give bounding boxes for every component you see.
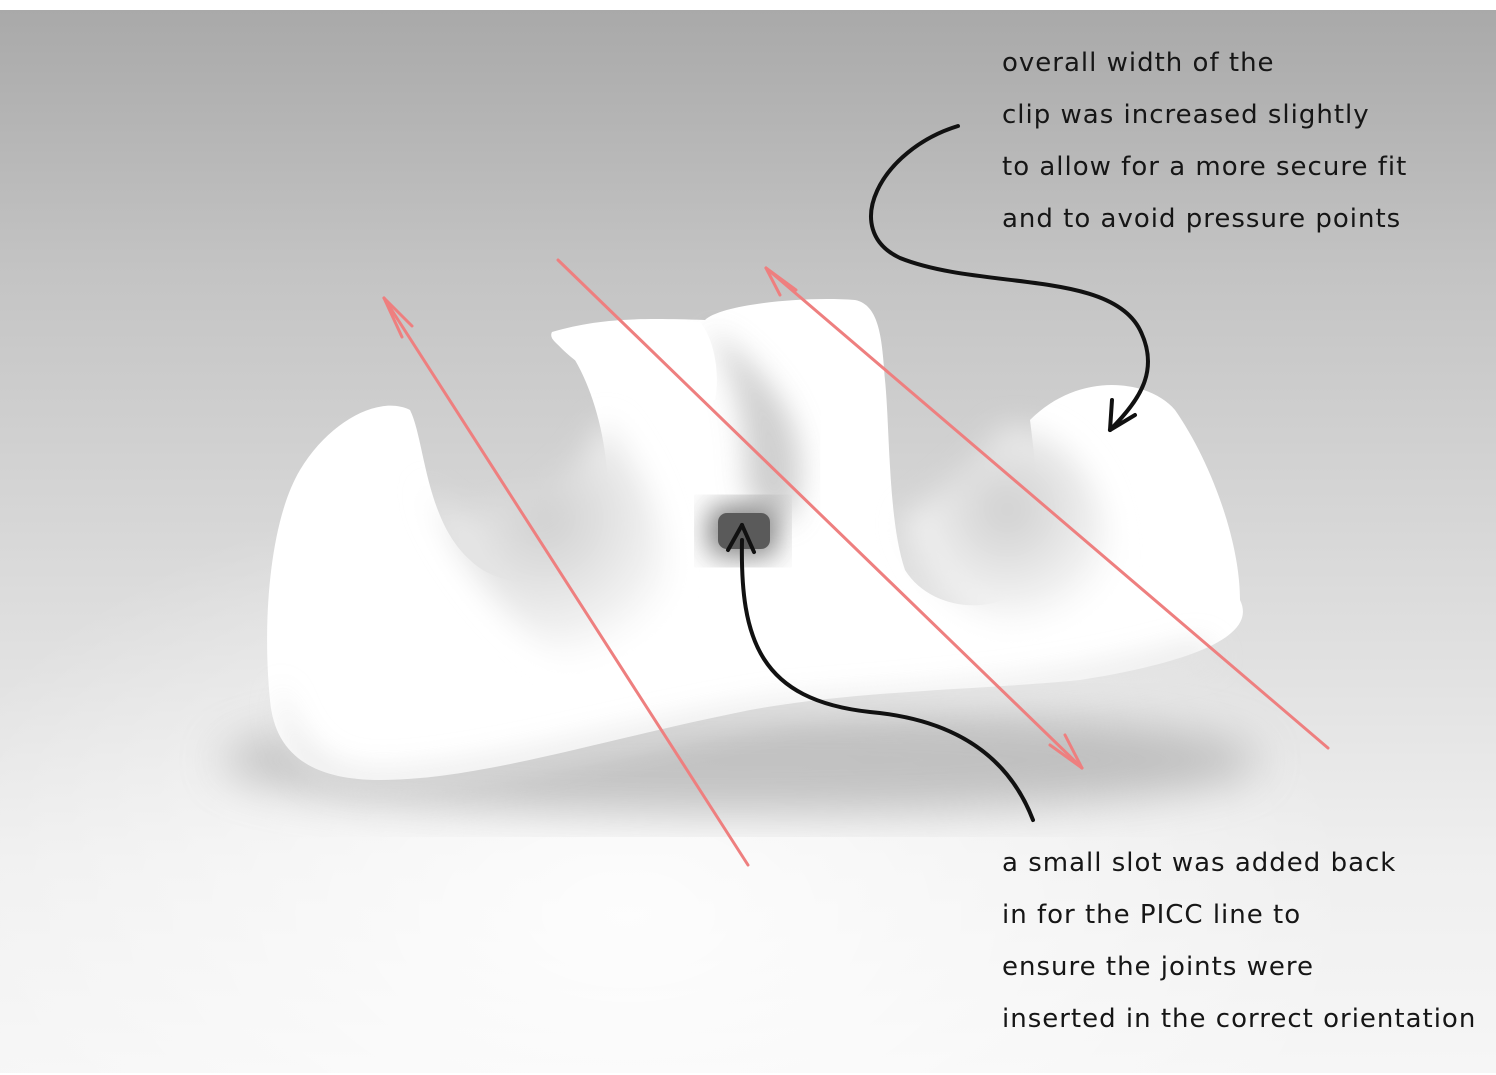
width-annotation-line-2: clip was increased slightly xyxy=(1002,89,1407,141)
slot-annotation-line-2: in for the PICC line to xyxy=(1002,889,1476,941)
width-annotation-line-1: overall width of the xyxy=(1002,37,1407,89)
slot-annotation-line-3: ensure the joints were xyxy=(1002,941,1476,993)
width-annotation-line-3: to allow for a more secure fit xyxy=(1002,141,1407,193)
slot-annotation: a small slot was added back in for the P… xyxy=(1002,837,1476,1045)
slot-annotation-line-1: a small slot was added back xyxy=(1002,837,1476,889)
width-annotation: overall width of the clip was increased … xyxy=(1002,37,1407,245)
slot-annotation-line-4: inserted in the correct orientation xyxy=(1002,993,1476,1045)
width-annotation-line-4: and to avoid pressure points xyxy=(1002,193,1407,245)
